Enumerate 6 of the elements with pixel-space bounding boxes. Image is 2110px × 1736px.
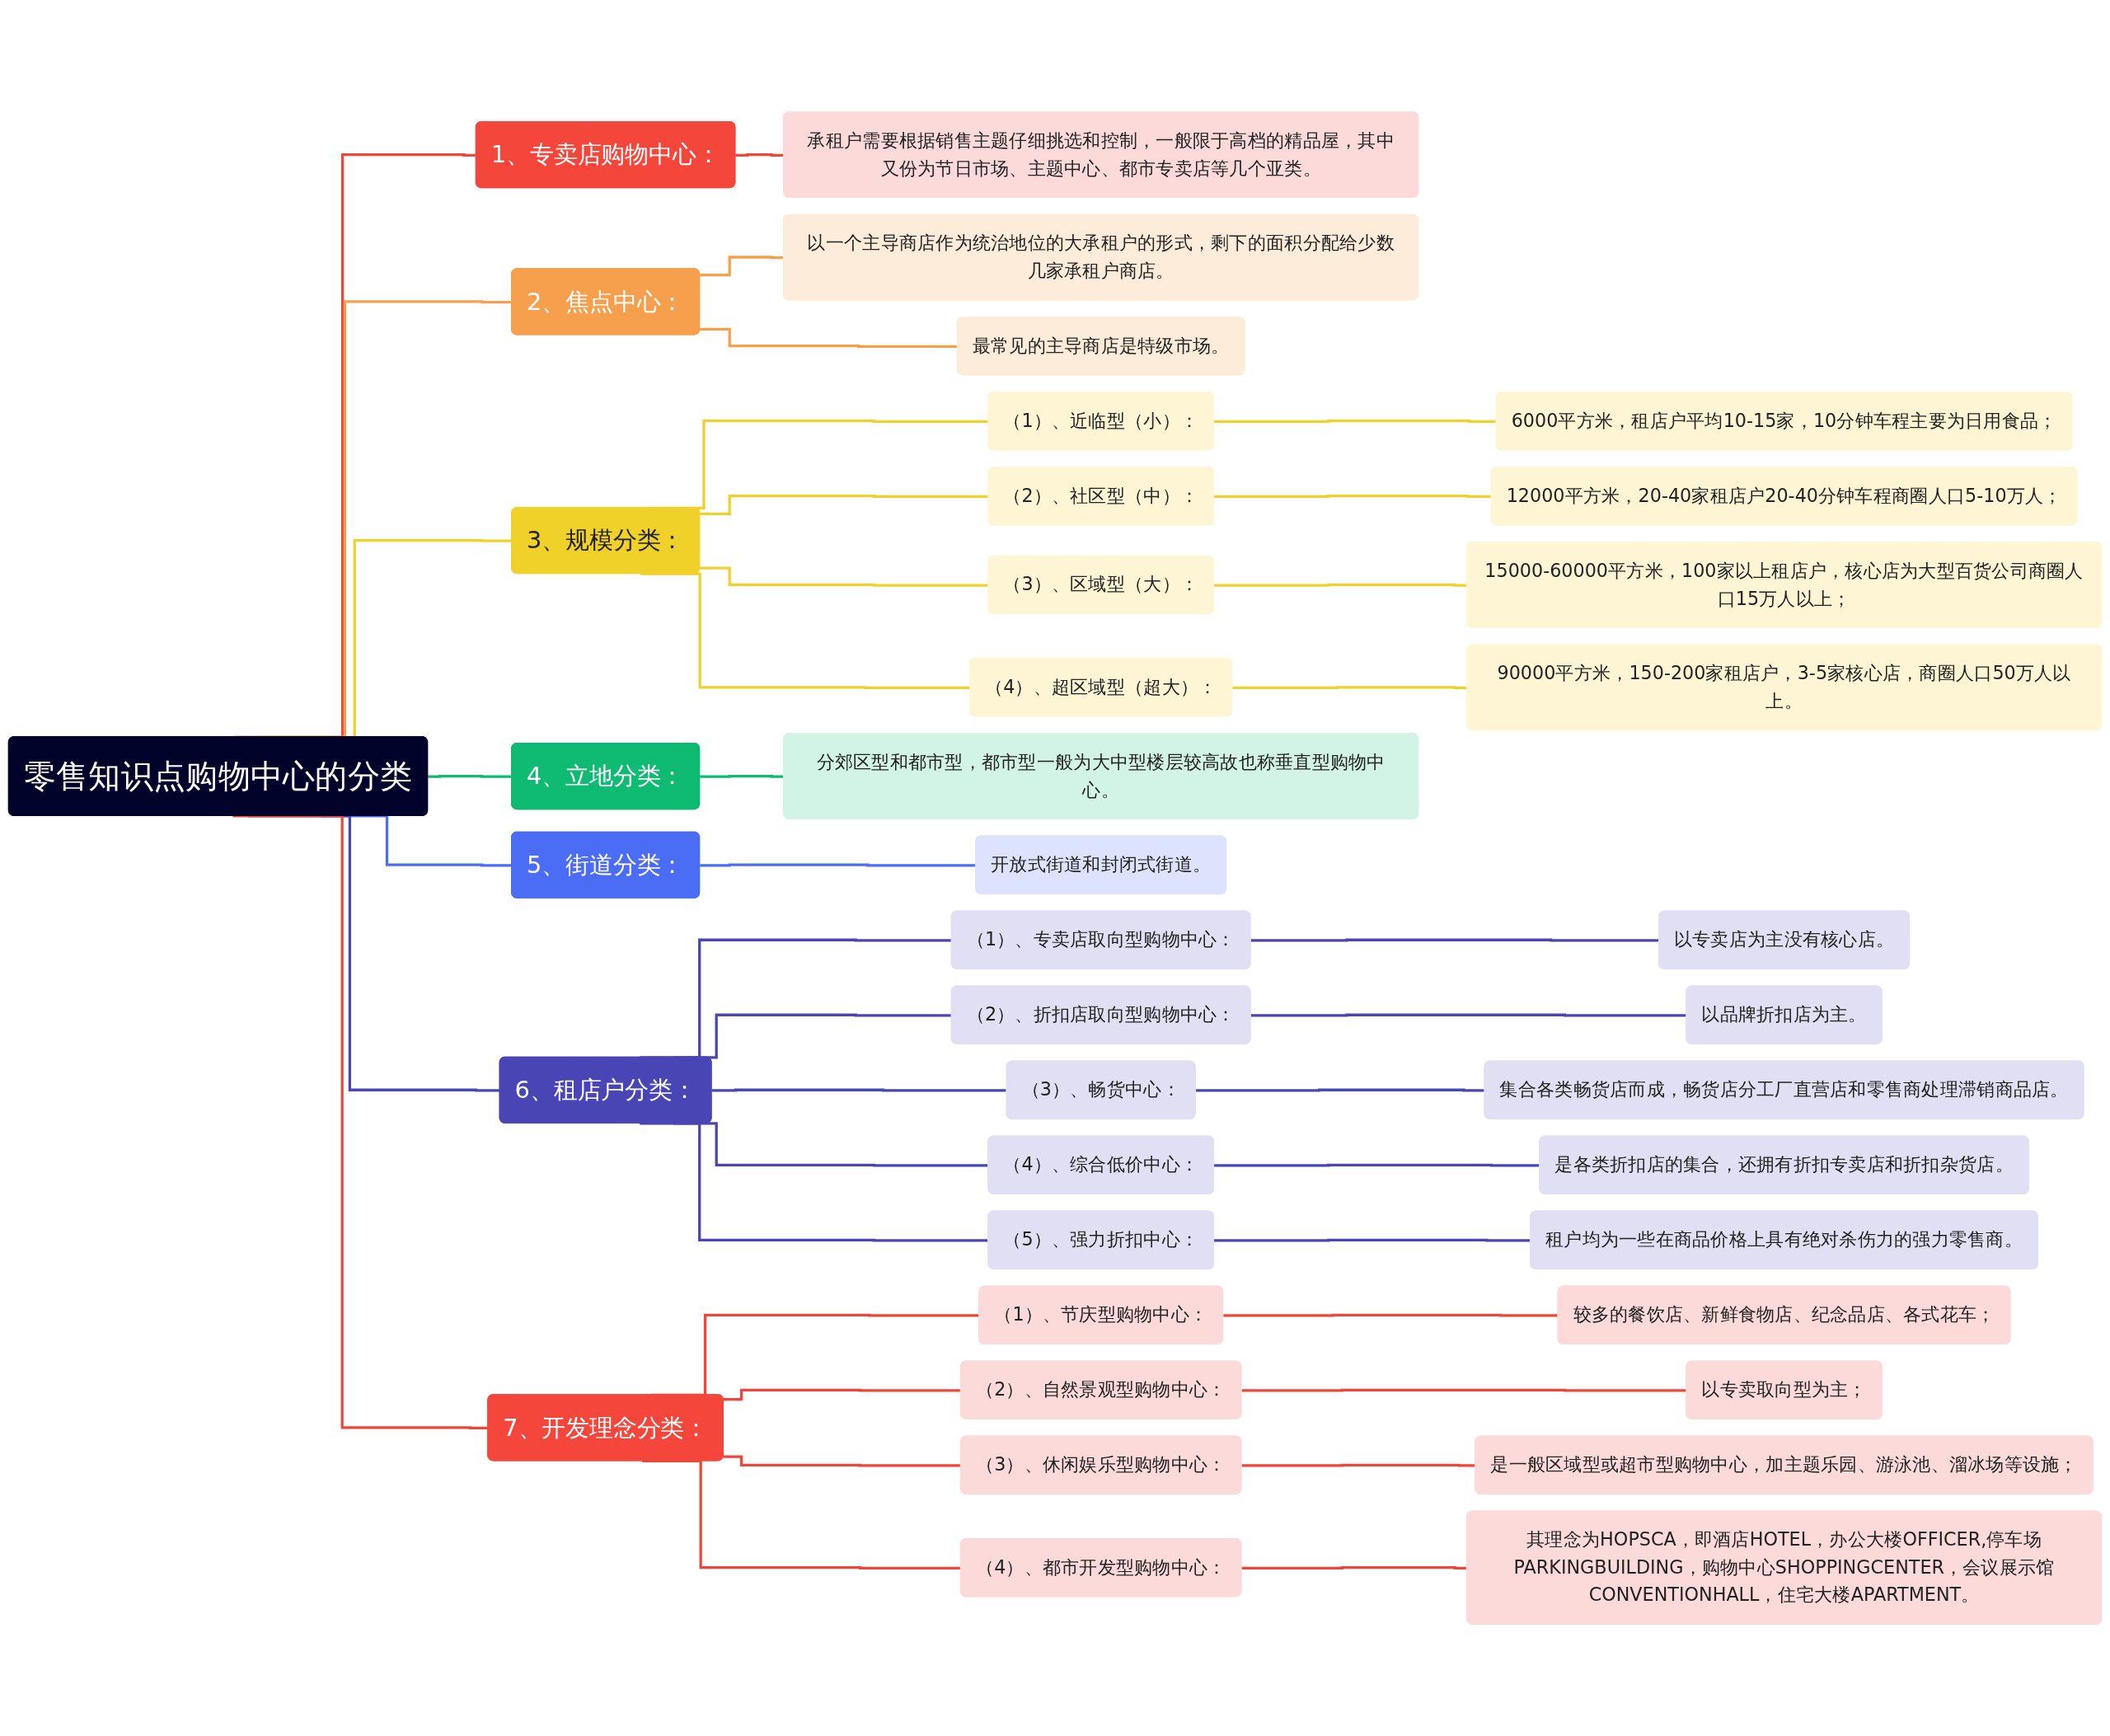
connector bbox=[1241, 1388, 1687, 1392]
connector bbox=[711, 1088, 1007, 1092]
connector bbox=[1223, 1313, 1559, 1317]
connector bbox=[1241, 1463, 1476, 1467]
connector bbox=[1250, 1013, 1687, 1017]
connector bbox=[1195, 1088, 1485, 1092]
